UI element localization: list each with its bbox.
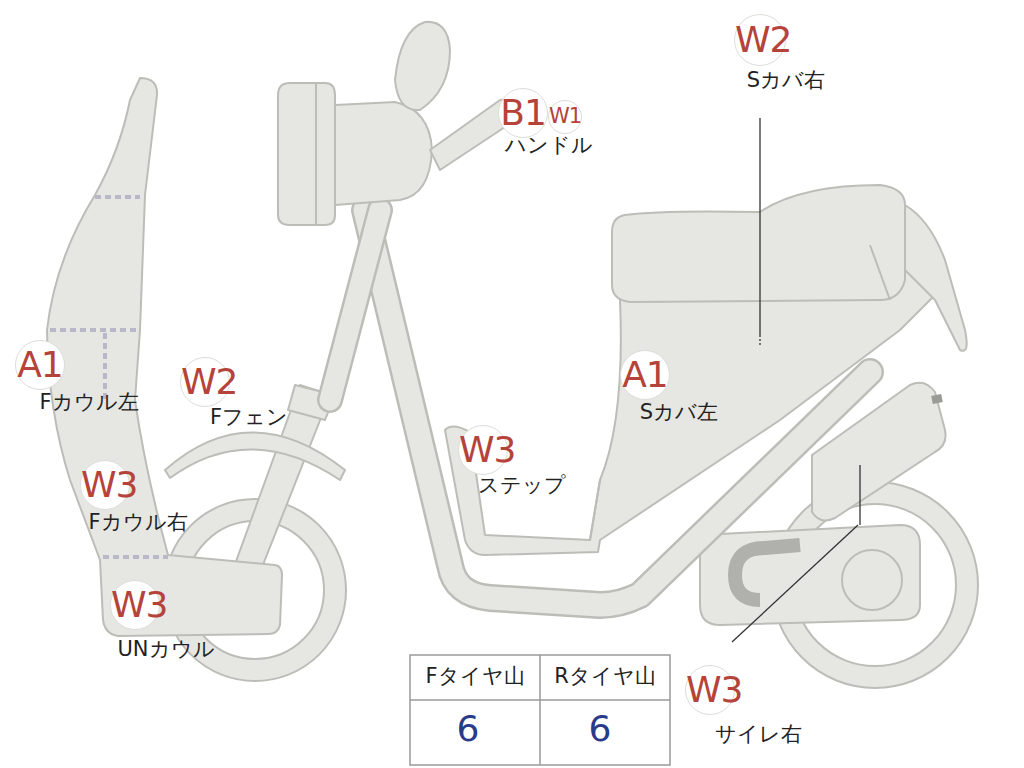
- damage-badge: B1ハンドル: [498, 88, 548, 138]
- damage-code: B1: [499, 89, 547, 136]
- damage-badge: W2Sカバ右: [734, 14, 786, 66]
- damage-code: W3: [686, 666, 734, 713]
- front-cowl: [47, 78, 282, 636]
- damage-code: W3: [81, 461, 129, 508]
- damage-badge: W3Fカウル右: [80, 460, 130, 510]
- table-frame: [410, 655, 670, 765]
- rear-hub: [842, 550, 902, 610]
- damage-badge: W1: [548, 100, 582, 134]
- part-name: サイレ右: [715, 720, 802, 748]
- damage-code: A1: [621, 351, 669, 398]
- table-value: 6: [589, 708, 612, 749]
- tail: [905, 205, 967, 351]
- engine: [700, 525, 920, 625]
- damage-badge: A1Fカウル左: [15, 340, 65, 390]
- table-value: 6: [457, 708, 480, 749]
- step-body: [445, 260, 945, 555]
- damage-code: W3: [111, 581, 159, 628]
- damage-code: W3: [459, 426, 507, 473]
- damage-badge: W3UNカウル: [110, 580, 160, 630]
- part-name: Fカウル右: [88, 508, 187, 536]
- leader-line: [732, 525, 858, 642]
- part-name: ハンドル: [505, 131, 593, 159]
- front-fender: [165, 433, 345, 481]
- damage-badge: A1Sカバ左: [620, 350, 670, 400]
- headlight: [278, 83, 335, 225]
- handle-cover: [335, 102, 432, 205]
- damage-code: A1: [16, 341, 64, 388]
- damage-code: W1: [549, 101, 581, 132]
- part-name: ステップ: [478, 471, 566, 499]
- leader-line: [759, 118, 760, 335]
- tread-table: [410, 655, 670, 765]
- damage-badge: W3サイレ右: [685, 665, 735, 715]
- leader-line: [859, 465, 860, 525]
- damage-badge: W3ステップ: [458, 425, 508, 475]
- part-name: UNカウル: [117, 635, 214, 663]
- damage-code: W2: [735, 15, 785, 64]
- part-name: Fフェン: [210, 403, 288, 431]
- table-header: Rタイヤ山: [554, 662, 656, 690]
- table-header: Fタイヤ山: [425, 662, 524, 690]
- part-name: Sカバ右: [747, 66, 825, 94]
- damage-code: W2: [181, 358, 229, 405]
- mirror: [395, 22, 450, 110]
- part-name: Sカバ左: [640, 398, 718, 426]
- seat: [612, 185, 905, 302]
- damage-badge: W2Fフェン: [180, 357, 230, 407]
- part-name: Fカウル左: [39, 388, 138, 416]
